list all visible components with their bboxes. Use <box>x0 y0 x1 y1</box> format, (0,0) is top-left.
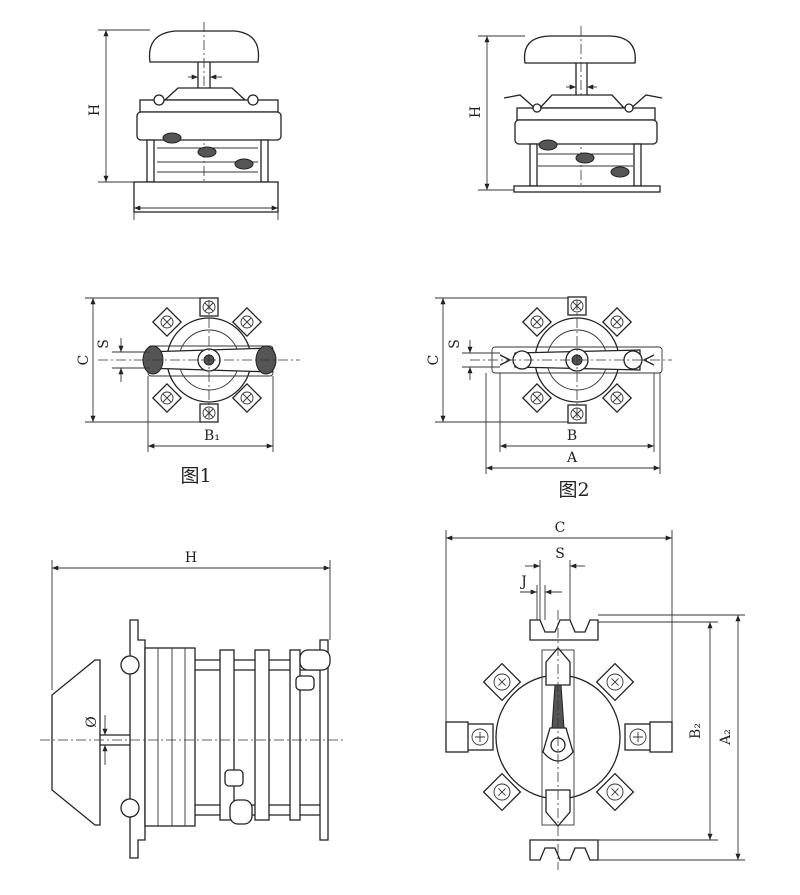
fig1-dim-side-label: C <box>76 355 92 366</box>
fig4-dim-outer-label: A₂ <box>718 729 734 746</box>
fig1-elevation: H <box>87 22 282 220</box>
fig2-dim-height-label: H <box>468 106 484 118</box>
fig1-dim-width-label: B₁ <box>204 428 220 444</box>
fig4-dim-slot-label: S <box>555 546 565 562</box>
fig2-dim-overall-label: A <box>566 450 578 466</box>
fig2-dim-slot-label: S <box>447 339 463 349</box>
fig1-dim-slot-label: S <box>96 339 112 349</box>
fig2-dim-width-label: B <box>567 428 577 444</box>
fig4-dim-gap-label: J <box>519 574 527 590</box>
fig2-plan: C S B A 图2 <box>426 296 672 501</box>
fig1-dim-height-label: H <box>87 104 103 116</box>
fig4-rear-view: C S J B₂ A₂ <box>445 520 745 870</box>
fig3-dim-shaft-label: Ø <box>84 716 100 727</box>
fig2-caption: 图2 <box>558 479 589 501</box>
fig1-caption: 图1 <box>180 465 211 487</box>
fig2-dim-side-label: C <box>426 355 442 366</box>
fig3-dim-length-label: H <box>185 550 197 566</box>
fig4-dim-width-label: C <box>555 520 566 536</box>
fig2-elevation: H <box>468 26 663 193</box>
fig1-plan: C S B₁ 图1 <box>76 297 300 487</box>
fig3-side-view: Ø H <box>40 550 345 859</box>
fig4-dim-inner-label: B₂ <box>688 723 704 739</box>
